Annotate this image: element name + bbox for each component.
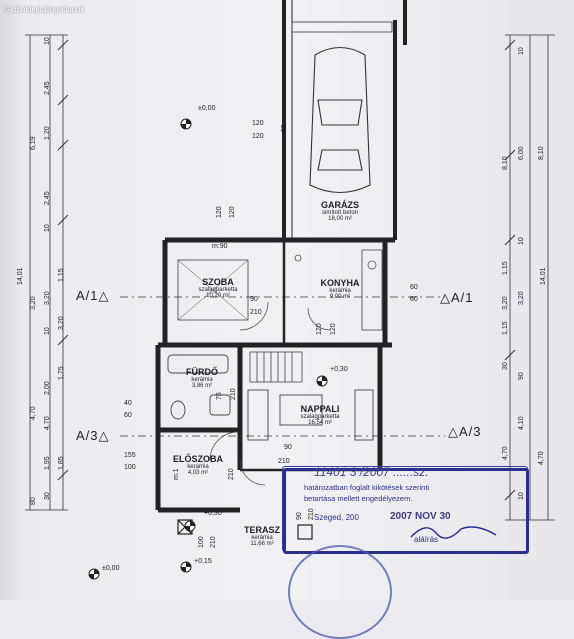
dim-right: 10 <box>518 47 525 55</box>
dim-right: 4,70 <box>502 446 509 460</box>
dim-right: 3,20 <box>502 296 509 310</box>
opening-dim: 75 <box>216 392 223 400</box>
dim-right-total: 14,01 <box>540 267 547 285</box>
dim-right: 1,15 <box>502 321 509 335</box>
dim-left: 10 <box>44 327 51 335</box>
dim-left: 4,70 <box>44 416 51 430</box>
room-konyha: KONYHA kerámia 9,00 m² <box>320 278 360 300</box>
opening-dim: m:1 <box>173 468 180 480</box>
stamp-place: Szeged, 200 <box>314 513 359 522</box>
room-furdo: FÜRDŐ kerámia 3,86 m² <box>186 367 218 389</box>
dim-left: 3,20 <box>44 291 51 305</box>
approval-stamp: 11401 3 /2007 ......sz. határozatban fog… <box>283 465 529 554</box>
opening-dim: 210 <box>228 468 235 480</box>
dim-left: 2,45 <box>44 81 51 95</box>
elevation-bottom-left: ±0,00 <box>102 565 120 572</box>
dim-right: 10 <box>518 237 525 245</box>
opening-dim: m:90 <box>212 243 228 250</box>
room-terasz: TERASZ kerámia 11,66 m² <box>244 525 280 547</box>
dim-right: 1,15 <box>502 261 509 275</box>
elevation-nappali: +0,30 <box>330 366 348 373</box>
opening-dim: 210 <box>210 536 217 548</box>
stamp-line: határozatban foglalt kikötések szerinti <box>304 483 430 492</box>
room-garazs: GARÁZS simított beton 18,00 m² <box>321 200 359 222</box>
opening-dim: 155 <box>124 452 136 459</box>
section-a3-left: A/3△ <box>76 428 110 443</box>
opening-dim: 100 <box>198 536 205 548</box>
opening-dim: 60 <box>410 296 418 303</box>
stamp-date: 2007 NOV 30 <box>390 511 451 522</box>
stamp-handwritten-number: 11401 3 /2007 ......sz. <box>314 465 429 479</box>
opening-dim: 90 <box>250 296 258 303</box>
opening-dim: 210 <box>250 309 262 316</box>
room-nappali: NAPPALI szalagparketta 16,54 m² <box>300 404 340 426</box>
dim-left: 6,19 <box>30 136 37 150</box>
room-szoba: SZOBA szalagparketta 10,20 m² <box>198 277 238 299</box>
dim-right: 4,10 <box>518 416 525 430</box>
elevation-top: ±0,00 <box>198 105 216 112</box>
dim-right: 30 <box>502 362 509 370</box>
elevation-terasz: +0,30 <box>204 510 222 517</box>
room-eloszoba: ELŐSZOBA kerámia 4,03 m² <box>172 454 223 476</box>
dim-left: 30 <box>44 492 51 500</box>
opening-dim: 120 <box>330 323 337 335</box>
opening-dim: 60 <box>124 412 132 419</box>
dim-left-total: 14,01 <box>17 267 24 285</box>
dim-left: 1,95 <box>44 456 51 470</box>
section-a3-right: △A/3 <box>448 424 482 439</box>
dim-left: 10 <box>44 37 51 45</box>
dim-left: 2,00 <box>44 381 51 395</box>
dim-left: 1,15 <box>58 268 65 282</box>
section-a1-left: A/1△ <box>76 288 110 303</box>
dim-left: 1,75 <box>58 366 65 380</box>
opening-dim: 120 <box>252 120 264 127</box>
dim-left: 4,70 <box>30 406 37 420</box>
dim-left: 1,85 <box>58 456 65 470</box>
dim-left: 80 <box>30 497 37 505</box>
opening-dim: 210 <box>278 458 290 465</box>
elevation-bottom: +0,15 <box>194 558 212 565</box>
opening-dim: 210 <box>230 388 237 400</box>
dim-right: 4,70 <box>538 451 545 465</box>
stamp-sign-label: aláírás <box>414 535 439 544</box>
opening-dim: 120 <box>252 133 264 140</box>
dim-right: 8,10 <box>502 156 509 170</box>
floor-plan-drawing <box>25 0 555 580</box>
dim-right: 8,10 <box>538 146 545 160</box>
opening-dim: 120 <box>229 206 236 218</box>
plan-sheet <box>0 0 574 600</box>
dim-right: 3,20 <box>518 291 525 305</box>
dim-left: 3,20 <box>30 296 37 310</box>
opening-dim: 120 <box>316 323 323 335</box>
dim-right: 90 <box>518 372 525 380</box>
stamp-line: betartása mellett engedélyezem. <box>304 494 413 503</box>
opening-dim: 40 <box>124 400 132 407</box>
watermark: Globaldigitalingatlanok <box>4 5 85 14</box>
dim-left: 1,20 <box>44 126 51 140</box>
dim-left: 10 <box>44 224 51 232</box>
dim-left: 3,20 <box>58 316 65 330</box>
opening-dim: 100 <box>124 464 136 471</box>
round-seal <box>288 545 392 639</box>
dim-left: 2,45 <box>44 191 51 205</box>
opening-dim: 90 <box>284 444 292 451</box>
opening-dim: 60 <box>410 284 418 291</box>
opening-dim: 120 <box>216 206 223 218</box>
section-a1-right: △A/1 <box>440 290 474 305</box>
dim-right: 6,00 <box>518 146 525 160</box>
opening-dim: m:90 <box>281 124 288 140</box>
signature-icon <box>410 526 497 539</box>
